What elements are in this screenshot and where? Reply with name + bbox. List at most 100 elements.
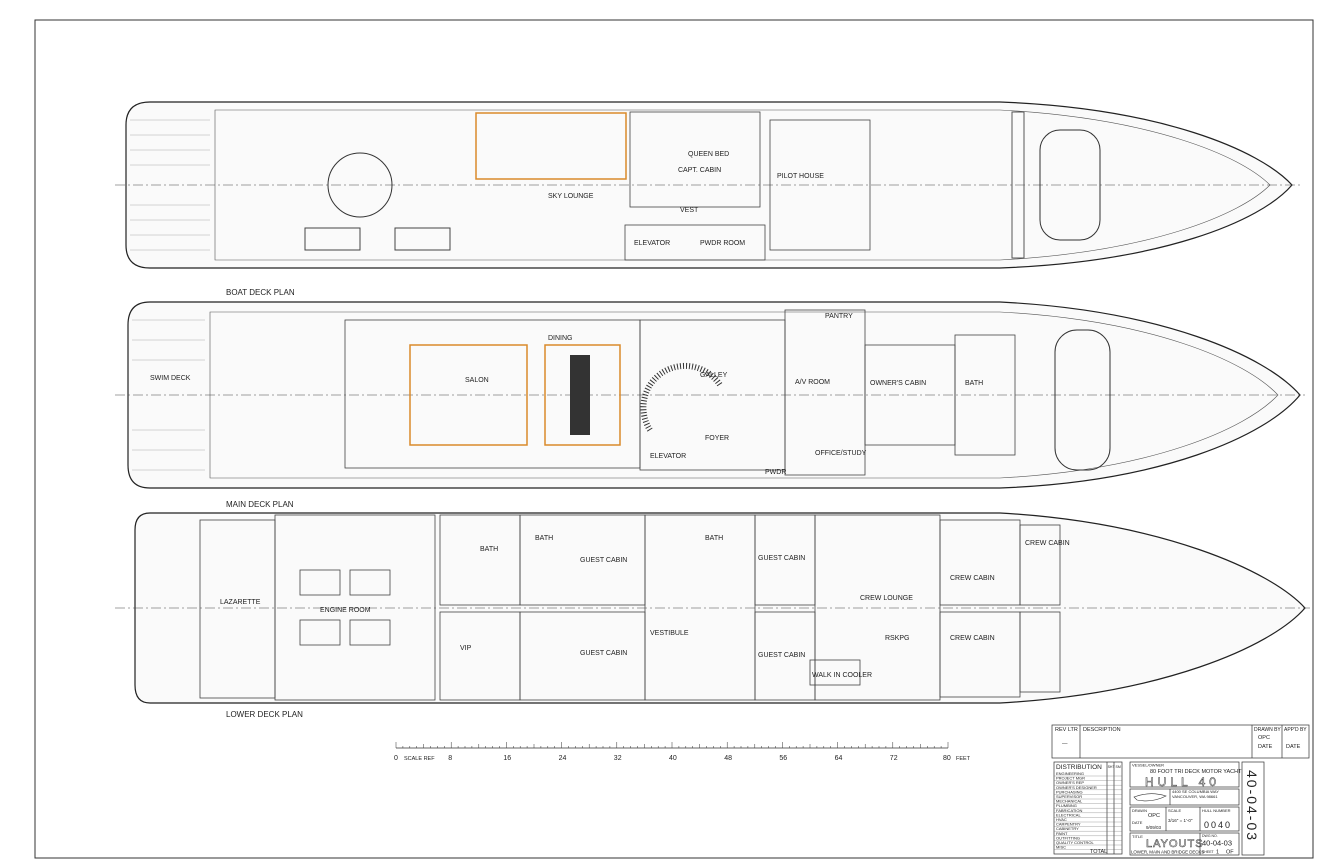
room-label: LAZARETTE xyxy=(220,599,261,606)
date-label: DATE xyxy=(1258,744,1273,750)
distribution-item: PLUMBING xyxy=(1056,803,1077,808)
dwg-label: DWG NO. xyxy=(1202,834,1218,838)
lower-deck-plan-title: LOWER DECK PLAN xyxy=(226,710,303,719)
distribution-item: SUPERVISOR xyxy=(1056,794,1082,799)
title-label: TITLE xyxy=(1132,834,1143,839)
distribution-title: DISTRIBUTION xyxy=(1056,764,1102,771)
distribution-item: ELECTRICAL xyxy=(1056,812,1081,817)
lower-deck-hull-outline xyxy=(134,512,1306,704)
dist-col: SHT xyxy=(1108,765,1116,769)
drawn-value: OPC xyxy=(1148,813,1160,819)
salon-furniture-highlight xyxy=(409,344,528,446)
distribution-item: HVAC xyxy=(1056,817,1067,822)
distribution-item: MECHANICAL xyxy=(1056,799,1083,804)
room-label: CREW CABIN xyxy=(950,575,995,582)
boat-deck-plan-title: BOAT DECK PLAN xyxy=(226,288,295,297)
scale-tick-label: 8 xyxy=(448,755,452,762)
room-label: WALK IN COOLER xyxy=(812,672,872,679)
distribution-item: QUALITY CONTROL xyxy=(1056,840,1094,845)
room-label: A/V ROOM xyxy=(795,379,830,386)
room-label: BATH xyxy=(535,535,553,542)
scale-tick-label: 16 xyxy=(503,755,511,762)
room-label: GUEST CABIN xyxy=(580,557,627,564)
room-label: VEST xyxy=(680,207,699,214)
vessel-header: VESSEL/OWNER xyxy=(1132,763,1164,768)
room-label: ELEVATOR xyxy=(650,453,686,460)
distribution-item: MISC xyxy=(1056,845,1066,850)
of-label: OF xyxy=(1226,850,1234,856)
hull-number: 0040 xyxy=(1204,820,1232,830)
room-label: GUEST CABIN xyxy=(758,652,805,659)
boat-deck-plan: SKY LOUNGE CAPT. CABIN PILOT HOUSE ELEVA… xyxy=(115,101,1300,297)
vessel-name: 80 FOOT TRI DECK MOTOR YACHT xyxy=(1150,769,1242,775)
room-label: VIP xyxy=(460,645,472,652)
room-label: PILOT HOUSE xyxy=(777,173,824,180)
approved-by-header: APP'D BY xyxy=(1284,727,1307,733)
scale-label-0: 0 xyxy=(394,755,398,762)
rev-header: REV LTR xyxy=(1055,727,1078,733)
drawn-by-value: OPC xyxy=(1258,735,1270,741)
distribution-item: PAINT xyxy=(1056,831,1068,836)
room-label: SWIM DECK xyxy=(150,375,191,382)
drawing-title: LAYOUTS xyxy=(1146,838,1204,850)
scale-tick-label: 64 xyxy=(835,755,843,762)
room-label: RSKPG xyxy=(885,635,910,642)
scale-label-end: 80 xyxy=(943,755,951,762)
side-drawing-number: 40-04-03 xyxy=(1244,770,1260,842)
builder-logo xyxy=(1133,793,1167,802)
hull-title: HULL 40 xyxy=(1145,775,1220,789)
room-label: BATH xyxy=(705,535,723,542)
drawing-subtitle: LOWER, MAIN AND BRIDGE DECKS xyxy=(1131,850,1204,855)
distribution-item: CARPENTRY xyxy=(1056,822,1081,827)
room-label: BATH xyxy=(480,546,498,553)
room-label: FOYER xyxy=(705,435,729,442)
distribution-item: FABRICATION xyxy=(1056,808,1082,813)
distribution-item: PROJECT MGR xyxy=(1056,776,1085,781)
date-label: DATE xyxy=(1286,744,1301,750)
room-label: OFFICE/STUDY xyxy=(815,450,867,457)
distribution-item: CABINETRY xyxy=(1056,826,1079,831)
room-label: VESTIBULE xyxy=(650,630,689,637)
distribution-item: OWNER'S REP xyxy=(1056,780,1084,785)
room-label: PWDR ROOM xyxy=(700,240,745,247)
date-label: DATE xyxy=(1132,820,1143,825)
room-label: CAPT. CABIN xyxy=(678,167,721,174)
drawn-label: DRAWN xyxy=(1132,808,1147,813)
scale-tick-label: 48 xyxy=(724,755,732,762)
builder-address: 4400 SE COLUMBIA WAY VANCOUVER, WA 98661 xyxy=(1172,790,1219,799)
sky-lounge-furniture-highlight xyxy=(475,112,627,180)
scale-tick-label: 24 xyxy=(559,755,567,762)
title-block-text: REV LTR DESCRIPTION — DRAWN BY OPC APP'D… xyxy=(1054,727,1307,856)
room-label: CREW LOUNGE xyxy=(860,595,913,602)
room-label: DINING xyxy=(548,335,573,342)
scale-label: SCALE xyxy=(1168,808,1181,813)
sheet-border xyxy=(34,19,1314,859)
scale-tick-label: 40 xyxy=(669,755,677,762)
room-label: GUEST CABIN xyxy=(758,555,805,562)
drawn-by-header: DRAWN BY xyxy=(1254,727,1281,733)
scale-tick-label: 56 xyxy=(779,755,787,762)
room-label: SALON xyxy=(465,377,489,384)
distribution-item: OUTFITTING xyxy=(1056,835,1080,840)
total-label: TOTAL xyxy=(1090,849,1107,855)
main-deck-plan: SALON DINING GALLEY FOYER ELEVATOR PANTR… xyxy=(115,301,1305,509)
distribution-item: OWNER'S DESIGNER xyxy=(1056,785,1097,790)
dwg-number: 40-04-03 xyxy=(1202,839,1232,848)
scale-ref-label: SCALE REF xyxy=(404,756,435,762)
room-label: CREW CABIN xyxy=(950,635,995,642)
room-label: GUEST CABIN xyxy=(580,650,627,657)
room-label: ENGINE ROOM xyxy=(320,607,371,614)
description-header: DESCRIPTION xyxy=(1083,727,1121,733)
room-label: SKY LOUNGE xyxy=(548,193,594,200)
main-deck-plan-title: MAIN DECK PLAN xyxy=(226,500,294,509)
lower-deck-plan: LAZARETTE ENGINE ROOM BATH VIP BATH GUES… xyxy=(115,512,1310,719)
sheet-value: 1 xyxy=(1216,850,1219,856)
room-label: GALLEY xyxy=(700,372,728,379)
distribution-item: PURCHASING xyxy=(1056,789,1083,794)
room-label: BATH xyxy=(965,380,983,387)
scale-tick-label: 72 xyxy=(890,755,898,762)
rev-value: — xyxy=(1062,741,1068,747)
date-value: 9/09/03 xyxy=(1146,825,1162,830)
